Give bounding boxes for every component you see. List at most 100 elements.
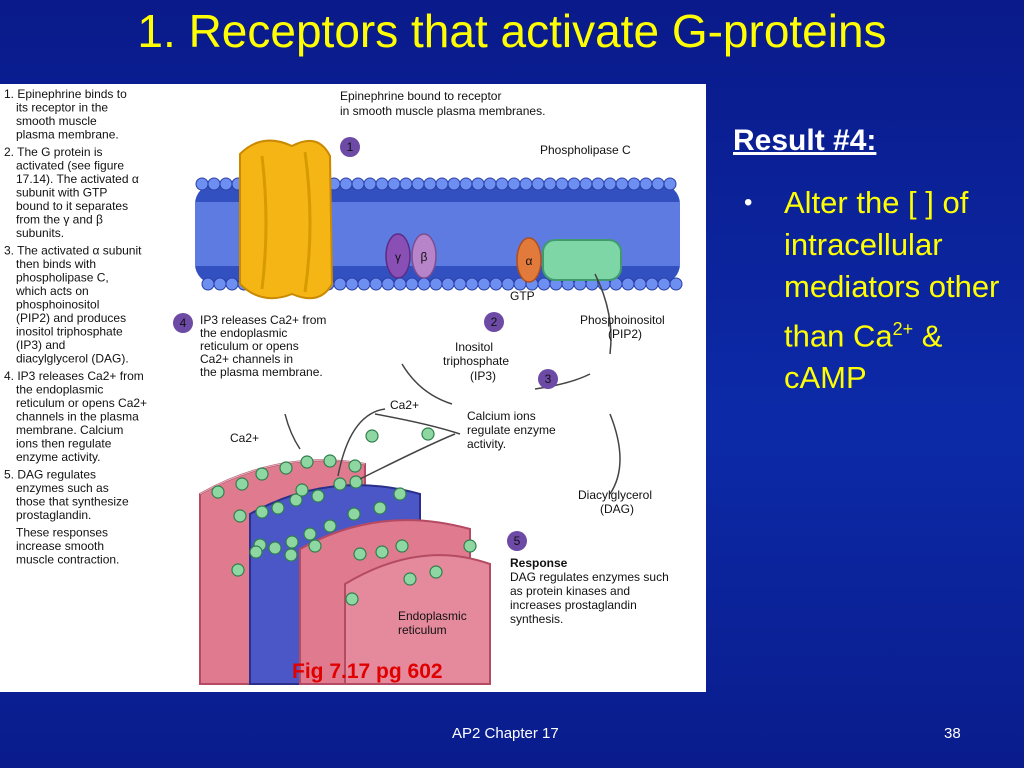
calcium-ion — [295, 483, 309, 497]
step-4-line-5: membrane. Calcium — [16, 423, 123, 437]
response-line-2: as protein kinases and — [510, 584, 630, 598]
step-2-line-2: activated (see figure — [16, 159, 124, 173]
er-label-1: Endoplasmic — [398, 609, 467, 623]
lipid-head — [447, 177, 461, 191]
marker-4: 4 — [180, 316, 187, 330]
lipid-head — [375, 177, 389, 191]
lipid-head — [381, 277, 395, 291]
beta-label: β — [421, 250, 428, 264]
calcium-ion — [255, 505, 269, 519]
phospholipase-label: Phospholipase C — [540, 143, 631, 157]
calcium-label-3: activity. — [467, 437, 506, 451]
step-2-line-5: bound to it separates — [16, 199, 128, 213]
ip3-note-4: Ca2+ channels in — [200, 352, 293, 366]
calcium-ion — [323, 454, 337, 468]
lipid-head — [423, 177, 437, 191]
calcium-ion — [353, 547, 367, 561]
calcium-ion — [421, 427, 435, 441]
calcium-ion — [348, 459, 362, 473]
step-5-line-2: enzymes such as — [16, 481, 109, 495]
lipid-head — [213, 277, 227, 291]
receptor-note-1: Epinephrine bound to receptor — [340, 89, 501, 103]
step-4-line-6: ions then regulate — [16, 437, 112, 451]
marker-1: 1 — [347, 140, 354, 154]
step-5-line-3: those that synthesize — [16, 495, 129, 509]
marker-5: 5 — [514, 534, 521, 548]
dag-label-1: Diacylglycerol — [578, 488, 652, 502]
bullet-sup: 2+ — [892, 319, 914, 339]
result-heading: Result #4: — [733, 124, 877, 157]
calcium-ion — [303, 527, 317, 541]
lipid-head — [471, 177, 485, 191]
step-markers: 1 2 3 4 5 — [173, 137, 558, 551]
calcium-ion — [429, 565, 443, 579]
calcium-ion — [235, 477, 249, 491]
lipid-head — [567, 177, 581, 191]
calcium-ion — [289, 493, 303, 507]
lipid-head — [393, 277, 407, 291]
lipid-head — [405, 277, 419, 291]
step-6-line-2: increase smooth — [16, 539, 104, 553]
calcium-ion — [403, 572, 417, 586]
calcium-ion — [395, 539, 409, 553]
calcium-ion — [349, 475, 363, 489]
step-2-line-3: 17.14). The activated α — [16, 172, 139, 186]
lipid-head — [627, 177, 641, 191]
calcium-ion — [347, 507, 361, 521]
marker-3: 3 — [545, 372, 552, 386]
step-3-line-7: inositol triphosphate — [16, 325, 123, 339]
lipid-head — [537, 277, 551, 291]
lipid-head — [651, 177, 665, 191]
calcium-ion — [300, 455, 314, 469]
lipid-head — [333, 277, 347, 291]
lipid-head — [369, 277, 383, 291]
calcium-ion — [249, 545, 263, 559]
calcium-ion — [463, 539, 477, 553]
step-5-line-4: prostaglandin. — [16, 508, 91, 522]
calcium-ion — [323, 519, 337, 533]
ca-top-label: Ca2+ — [390, 398, 419, 412]
lipid-head — [543, 177, 557, 191]
alpha-label: α — [526, 254, 533, 268]
step-3-line-1: 3. The activated α subunit — [4, 244, 142, 258]
lipid-head — [519, 177, 533, 191]
diagram-labels: Epinephrine bound to receptor in smooth … — [200, 89, 669, 637]
bullet-suffix: & cAMP — [784, 318, 943, 396]
step-4-line-3: reticulum or opens Ca2+ — [16, 396, 147, 410]
er-label-2: reticulum — [398, 623, 447, 637]
step-3-line-3: phospholipase C, — [16, 271, 109, 285]
lipid-head — [633, 277, 647, 291]
lipid-head — [357, 277, 371, 291]
arrows — [284, 273, 621, 495]
step-3-line-9: diacylglycerol (DAG). — [16, 352, 129, 366]
step-6-line-3: muscle contraction. — [16, 553, 119, 567]
calcium-label-2: regulate enzyme — [467, 423, 556, 437]
lipid-head — [465, 277, 479, 291]
lipid-head — [555, 177, 569, 191]
step-2-line-1: 2. The G protein is — [4, 145, 103, 159]
step-2-line-4: subunit with GTP — [16, 186, 107, 200]
ip3-note-1: IP3 releases Ca2+ from — [200, 313, 326, 327]
lipid-head — [351, 177, 365, 191]
step-2-line-7: subunits. — [16, 226, 64, 240]
lipid-head — [387, 177, 401, 191]
calcium-ion — [233, 509, 247, 523]
step-2-line-6: from the γ and β — [16, 213, 103, 227]
calcium-ion — [284, 548, 298, 562]
lipid-head — [621, 277, 635, 291]
step-5-line-1: 5. DAG regulates — [4, 468, 96, 482]
calcium-ion — [308, 539, 322, 553]
lipid-head — [429, 277, 443, 291]
lipid-head — [339, 177, 353, 191]
calcium-ion — [373, 501, 387, 515]
bullet-prefix: Alter the [ ] of intracellular mediators… — [784, 185, 1000, 354]
calcium-ion — [211, 485, 225, 499]
lipid-head — [441, 277, 455, 291]
lipid-head — [225, 277, 239, 291]
ip3-note-2: the endoplasmic — [200, 326, 287, 340]
step-3-line-4: which acts on — [15, 284, 89, 298]
slide-title: 1. Receptors that activate G-proteins — [137, 5, 887, 57]
